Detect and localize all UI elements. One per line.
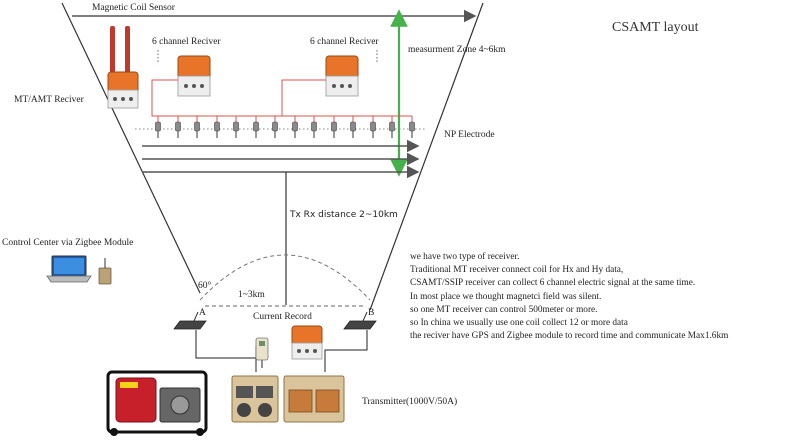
np-electrodes (155, 116, 415, 138)
note-line: Traditional MT receiver connect coil for… (410, 265, 624, 276)
np-electrode-icon (272, 116, 278, 138)
six-channel-receiver-left-label: 6 channel Reciver (152, 37, 221, 47)
np-electrode-icon (155, 116, 161, 138)
laptop-icon (46, 255, 92, 283)
measurement-zone-label: measurment Zone 4~6km (408, 45, 506, 55)
note-line: the reciver have GPS and Zigbee module t… (410, 331, 729, 342)
transmitter-icon (231, 375, 345, 423)
zigbee-module-icon (98, 258, 112, 285)
magnetic-coil-sensor-label: Magnetic Coil Sensor (92, 3, 175, 13)
control-center-label: Control Center via Zigbee Module (2, 238, 134, 248)
page-title: CSAMT layout (612, 20, 699, 35)
np-electrode-icon (331, 116, 337, 138)
np-electrode-icon (370, 116, 376, 138)
np-electrode-icon (233, 116, 239, 138)
current-record-receiver-icon (291, 325, 323, 360)
survey-lines (142, 139, 420, 179)
np-electrode-icon (409, 116, 415, 138)
np-electrode-label: NP Electrode (444, 130, 495, 140)
np-electrode-icon (175, 116, 181, 138)
generator-icon (106, 370, 208, 436)
note-line: In most place we thought magnetci field … (410, 291, 602, 302)
note-line: so one MT receiver can control 500meter … (410, 304, 598, 315)
survey-area-outline (61, 2, 484, 311)
angle-label: 60° (198, 281, 212, 291)
mt-amt-receiver-icon (107, 71, 139, 109)
six-channel-receiver-right-icon (325, 55, 359, 97)
note-line: so In china we usually use one coil coll… (410, 318, 628, 329)
six-channel-receiver-left-icon (177, 55, 211, 97)
note-line: we have two type of receiver. (410, 252, 520, 262)
notes-list: we have two type of receiver. Traditional… (410, 251, 728, 343)
electrode-b-icon (343, 311, 377, 330)
mt-amt-receiver-label: MT/AMT Reciver (14, 95, 84, 105)
ab-distance-label: 1~3km (238, 290, 265, 300)
np-electrode-icon (389, 116, 395, 138)
note-line: CSAMT/SSIP receiver can collect 6 channe… (410, 278, 696, 289)
current-record-label: Current Record (253, 312, 312, 322)
tx-rx-distance-label: Tx Rx distance 2~10km (290, 210, 398, 220)
transmitter-label: Transmitter(1000V/50A) (362, 397, 458, 407)
six-channel-receiver-right-label: 6 channel Reciver (310, 37, 379, 47)
electrode-a-icon (173, 311, 207, 330)
ab-dashed-arc (199, 254, 371, 301)
electrode-b-label: B (368, 308, 375, 318)
np-electrode-icon (214, 116, 220, 138)
np-electrode-icon (253, 116, 259, 138)
np-electrode-icon (292, 116, 298, 138)
np-electrode-icon (311, 116, 317, 138)
np-electrode-icon (194, 116, 200, 138)
np-electrode-icon (350, 116, 356, 138)
transmitter-wiring (195, 330, 368, 372)
current-meter-icon (255, 337, 269, 361)
electrode-a-label: A (199, 308, 206, 318)
receiver-wiring (151, 79, 412, 117)
